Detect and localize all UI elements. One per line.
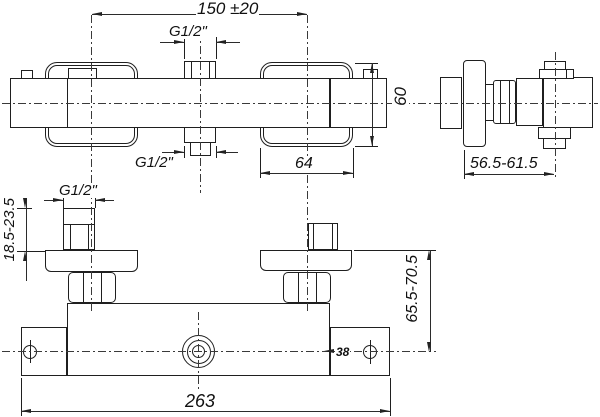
arrowhead xyxy=(21,408,31,413)
extension-line xyxy=(355,145,378,147)
arrowhead xyxy=(95,197,105,202)
dimension-line xyxy=(21,411,390,413)
arrowhead xyxy=(260,170,270,175)
wall-thread-stub-left xyxy=(63,208,95,250)
nut-facet-line xyxy=(100,273,102,302)
arrowhead xyxy=(174,39,184,44)
centerline-left-connection xyxy=(91,15,92,313)
extension-line xyxy=(20,378,22,416)
escutcheon-side xyxy=(463,60,486,147)
dim-outlet-axis: 65.5-70.5 xyxy=(404,254,421,324)
arrowhead xyxy=(53,197,63,202)
arrowhead xyxy=(544,171,554,176)
dim-hole-note: 38 xyxy=(335,345,351,359)
dim-top-inlet-thread: G1/2" xyxy=(168,23,208,40)
body-block-side xyxy=(516,78,543,126)
bottom-outlet-nut xyxy=(190,142,211,156)
extension-line xyxy=(352,148,354,178)
dimension-line xyxy=(464,174,554,176)
union-tube-side xyxy=(486,84,493,121)
arrowhead xyxy=(23,251,28,261)
nut-facet-line xyxy=(315,273,317,302)
hole-crosshair xyxy=(369,340,371,364)
arrowhead xyxy=(216,39,226,44)
centerline-outlet xyxy=(198,312,199,400)
dimension-line xyxy=(160,42,184,44)
arrowhead xyxy=(343,170,353,175)
arrowhead xyxy=(324,349,334,354)
top-inlet-side-lower xyxy=(539,69,567,79)
arrowhead xyxy=(297,11,307,16)
extension-line xyxy=(463,150,465,179)
dimension-line xyxy=(162,152,184,154)
extension-line xyxy=(259,148,261,178)
dim-connection-spacing: 150 ±20 xyxy=(196,0,260,18)
arrowhead xyxy=(427,342,432,352)
centerline-side-connection xyxy=(554,52,556,180)
centerline-body-axis xyxy=(2,102,598,104)
dim-wall-depth: 56.5-61.5 xyxy=(469,155,539,172)
hex-nut-top-left xyxy=(68,272,116,303)
thread-line xyxy=(313,224,315,249)
dim-wall-thread: G1/2" xyxy=(58,182,98,199)
arrowhead xyxy=(369,63,374,73)
thread-line xyxy=(87,224,89,250)
centerline-center-connection xyxy=(199,30,201,193)
arrowhead xyxy=(380,408,390,413)
escutcheon-top-right xyxy=(260,250,352,271)
thread-line xyxy=(69,224,71,250)
dimension-line xyxy=(429,250,431,352)
dim-thread-projection: 18.5-23.5 xyxy=(1,197,18,263)
extension-line xyxy=(62,195,64,208)
arrowhead xyxy=(92,11,102,16)
extension-line xyxy=(183,37,185,59)
arrowhead xyxy=(369,136,374,146)
dim-escutcheon-width: 64 xyxy=(294,155,314,172)
dimension-line xyxy=(372,63,374,146)
arrowhead xyxy=(23,198,28,208)
extension-line xyxy=(215,37,217,59)
dimension-line xyxy=(25,198,27,281)
centerline-top-view-axis xyxy=(2,351,436,352)
dimension-line xyxy=(260,173,353,175)
extension-line xyxy=(183,146,185,158)
dim-bottom-outlet-thread: G1/2" xyxy=(134,154,174,171)
arrowhead xyxy=(174,149,184,154)
nut-facet-line xyxy=(508,81,510,123)
thread-line xyxy=(209,62,211,78)
dim-overall-length: 263 xyxy=(184,391,217,411)
extension-line xyxy=(354,249,436,251)
extension-line xyxy=(389,378,391,416)
nut-facet-line xyxy=(82,273,84,302)
extension-line xyxy=(355,62,378,64)
nut-facet-line xyxy=(500,81,502,123)
arrowhead xyxy=(464,171,474,176)
dim-escutcheon-height: 60 xyxy=(391,86,410,107)
arrowhead xyxy=(216,149,226,154)
hex-nut-side xyxy=(493,80,516,124)
arrowhead xyxy=(427,250,432,260)
nut-facet-line xyxy=(297,273,299,302)
thread-line xyxy=(190,62,192,78)
thread-line xyxy=(332,224,334,249)
dimension-line xyxy=(216,42,240,44)
stub-divider-left xyxy=(63,223,95,225)
dimension-line xyxy=(216,152,238,154)
extension-tick xyxy=(8,207,32,209)
